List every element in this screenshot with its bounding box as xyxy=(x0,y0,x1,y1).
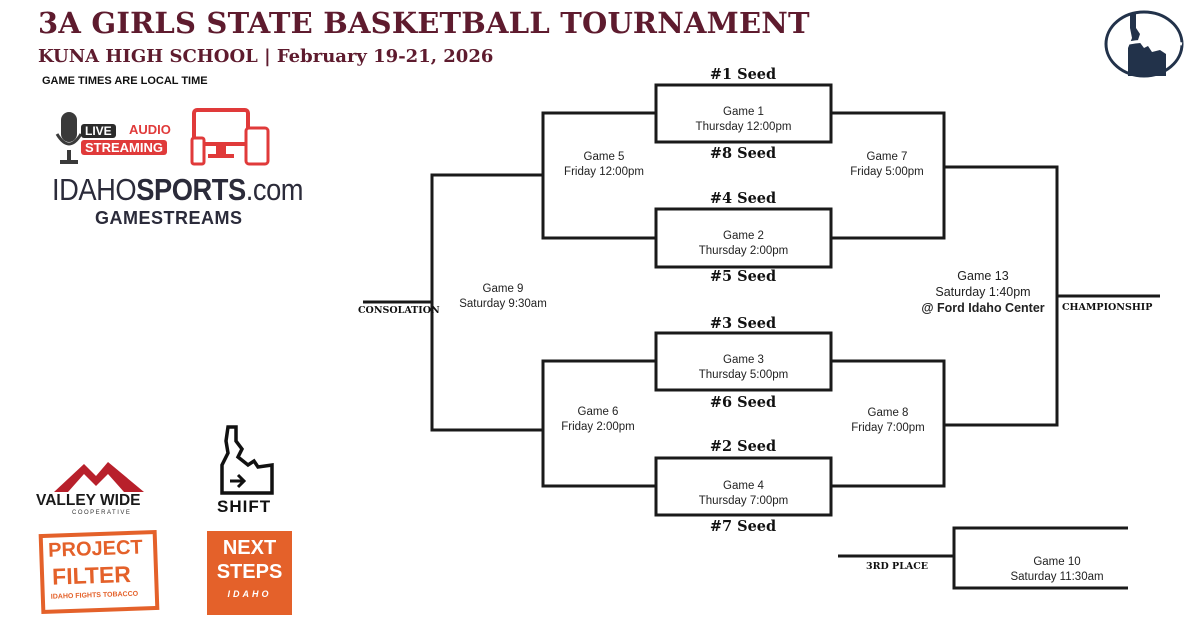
game-9-name: Game 9 xyxy=(482,283,524,295)
game-6-bracket xyxy=(541,359,656,488)
seed-6: #6 Seed xyxy=(709,394,777,411)
game-9-time: Saturday 9:30am xyxy=(459,298,547,310)
seed-5: #5 Seed xyxy=(709,268,777,285)
game-1-name: Game 1 xyxy=(723,106,764,118)
valley-wide-logo: VALLEY WIDE COOPERATIVE xyxy=(34,458,164,522)
game-3-name: Game 3 xyxy=(723,354,764,366)
seed-3: #3 Seed xyxy=(709,315,777,332)
game-6-info: Game 6 Friday 2:00pm xyxy=(538,405,658,435)
page-subtitle: KUNA HIGH SCHOOL | February 19-21, 2026 xyxy=(38,46,494,67)
game-10-info: Game 10 Saturday 11:30am xyxy=(982,555,1132,585)
game-7-info: Game 7 Friday 5:00pm xyxy=(827,150,947,180)
game-3-info: Game 3 Thursday 5:00pm xyxy=(656,353,831,383)
brand-part-com: .com xyxy=(245,172,304,207)
next-steps-line2: STEPS xyxy=(216,561,283,583)
game-2-name: Game 2 xyxy=(723,230,764,242)
gamestreams-label: GAMESTREAMS xyxy=(95,208,243,228)
game-8-time: Friday 7:00pm xyxy=(851,422,925,434)
game-5-name: Game 5 xyxy=(583,151,625,163)
seed-4: #4 Seed xyxy=(709,190,777,207)
seed-7: #7 Seed xyxy=(709,518,777,535)
idahosports-brand: IDAHOSPORTS.com xyxy=(52,172,304,208)
valley-wide-sub: COOPERATIVE xyxy=(72,510,132,516)
game-7-time: Friday 5:00pm xyxy=(850,166,924,178)
game-3-time: Thursday 5:00pm xyxy=(698,369,789,381)
mountain-icon xyxy=(54,462,144,492)
game-4-time: Thursday 7:00pm xyxy=(698,495,789,507)
audio-tag: AUDIO xyxy=(125,122,175,137)
microphone-icon xyxy=(55,112,83,164)
championship-label: CHAMPIONSHIP xyxy=(1062,302,1153,313)
consolation-label: CONSOLATION xyxy=(358,305,440,316)
project-filter-line1: PROJECT xyxy=(47,536,144,562)
seed-8: #8 Seed xyxy=(709,145,777,162)
next-steps-line1: NEXT xyxy=(222,537,277,559)
streaming-tag: STREAMING xyxy=(81,140,167,155)
live-tag: LIVE xyxy=(81,124,116,138)
seed-1: #1 Seed xyxy=(709,66,777,83)
third-place-label: 3RD PLACE xyxy=(866,561,929,572)
time-note: GAME TIMES ARE LOCAL TIME xyxy=(42,75,208,87)
project-filter-line2: FILTER xyxy=(51,560,132,590)
devices-icon xyxy=(190,108,270,166)
game-10-time: Saturday 11:30am xyxy=(1010,571,1104,583)
game-5-info: Game 5 Friday 12:00pm xyxy=(544,150,664,180)
game-2-info: Game 2 Thursday 2:00pm xyxy=(656,229,831,259)
brand-part-sports: SPORTS xyxy=(136,172,246,207)
game-4-info: Game 4 Thursday 7:00pm xyxy=(656,479,831,509)
idaho-state-logo-icon xyxy=(1104,10,1184,78)
next-steps-sub: IDAHO xyxy=(227,589,272,599)
game-8-name: Game 8 xyxy=(867,407,909,419)
game-5-time: Friday 12:00pm xyxy=(564,166,644,178)
seed-2: #2 Seed xyxy=(709,438,777,455)
game-10-name: Game 10 xyxy=(1033,556,1081,568)
brand-part-idaho: IDAHO xyxy=(52,172,137,207)
shift-logo: SHIFT xyxy=(212,425,282,520)
next-steps-logo: NEXT STEPS IDAHO xyxy=(207,531,292,615)
project-filter-logo: PROJECT FILTER IDAHO FIGHTS TOBACCO xyxy=(38,529,160,615)
game-7-bracket xyxy=(831,111,946,240)
game-13-name: Game 13 xyxy=(957,269,1009,283)
game-13-venue: @ Ford Idaho Center xyxy=(921,301,1045,315)
game-13-time: Saturday 1:40pm xyxy=(935,285,1031,299)
shift-name: SHIFT xyxy=(217,497,272,516)
game-8-info: Game 8 Friday 7:00pm xyxy=(828,406,948,436)
game-1-time: Thursday 12:00pm xyxy=(695,121,792,133)
project-filter-sub: IDAHO FIGHTS TOBACCO xyxy=(50,590,139,601)
game-6-time: Friday 2:00pm xyxy=(561,421,635,433)
game-9-info: Game 9 Saturday 9:30am xyxy=(443,282,563,312)
page-title: 3A GIRLS STATE BASKETBALL TOURNAMENT xyxy=(38,6,810,40)
live-audio-streaming-logo: LIVE AUDIO STREAMING xyxy=(55,110,185,168)
game-10-bracket xyxy=(952,526,1128,590)
valley-wide-name: VALLEY WIDE xyxy=(36,492,141,509)
game-4-name: Game 4 xyxy=(723,480,764,492)
idaho-outline-icon xyxy=(220,425,274,495)
game-7-name: Game 7 xyxy=(866,151,908,163)
game-6-name: Game 6 xyxy=(577,406,619,418)
game-2-time: Thursday 2:00pm xyxy=(698,245,789,257)
game-1-info: Game 1 Thursday 12:00pm xyxy=(656,105,831,135)
game-13-info: Game 13 Saturday 1:40pm @ Ford Idaho Cen… xyxy=(913,268,1053,316)
